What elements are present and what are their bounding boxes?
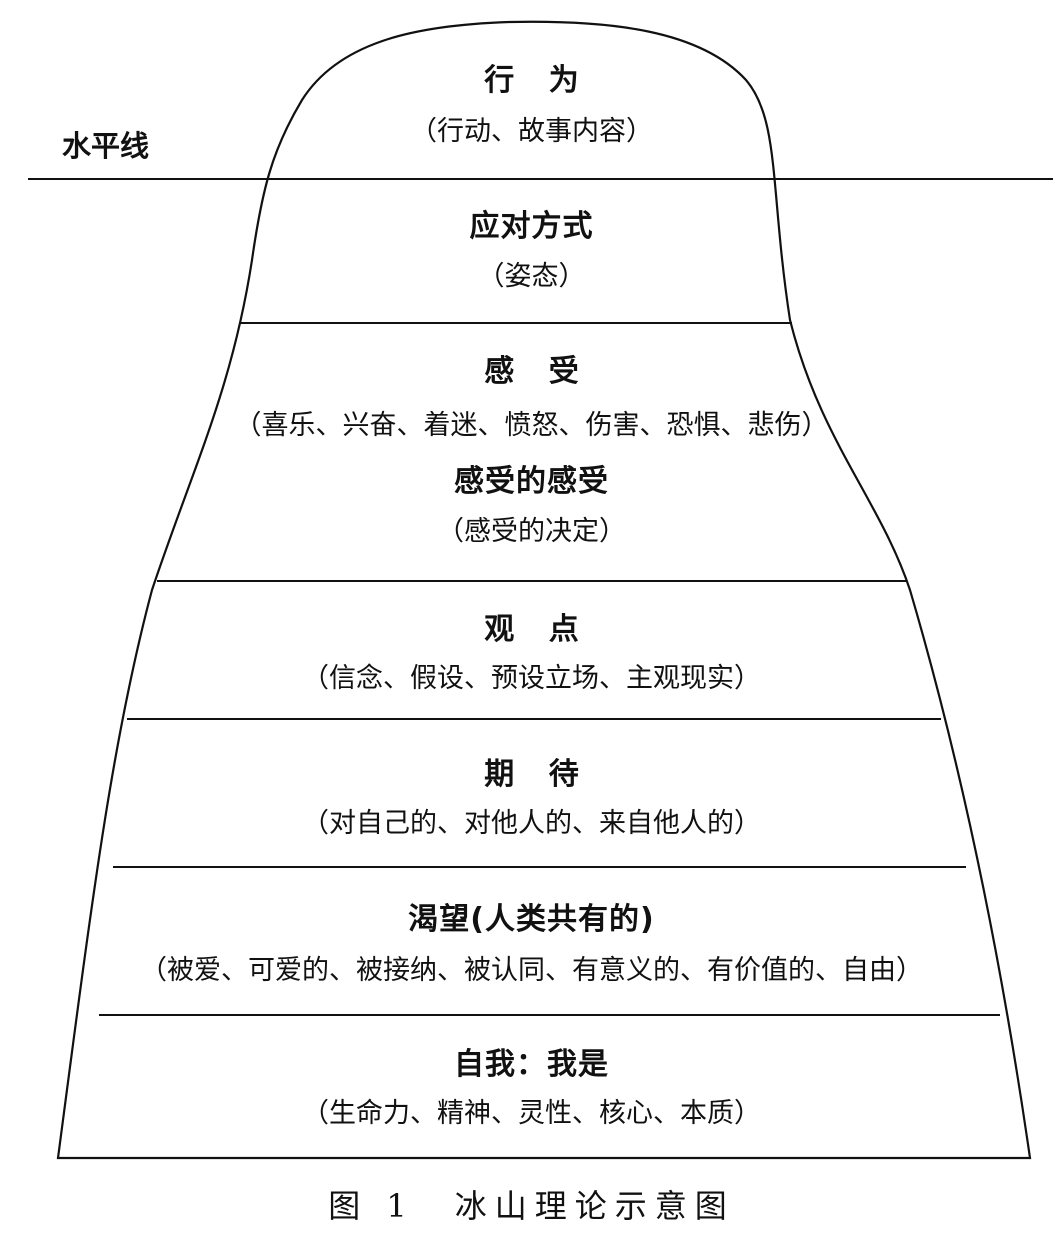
layer-detail-coping: （姿态） (477, 261, 586, 292)
layer-title-self: 自我：我是 (454, 1047, 609, 1082)
layer-detail-self: （生命力、精神、灵性、核心、本质） (302, 1098, 761, 1129)
layer-title-feelings: 感 受 (484, 354, 591, 389)
layer-title-expectations: 期 待 (484, 757, 591, 792)
iceberg-outline (56, 20, 1032, 1160)
waterline-label: 水平线 (62, 129, 150, 163)
layer-detail-perceptions: （信念、假设、预设立场、主观现实） (302, 663, 761, 694)
layer-detail-behavior: （行动、故事内容） (410, 116, 653, 147)
layer-detail-yearnings: （被爱、可爱的、被接纳、被认同、有意义的、有价值的、自由） (140, 955, 923, 986)
layer-subdetail-feelings: （感受的决定） (437, 516, 626, 547)
layer-detail-feelings: （喜乐、兴奋、着迷、愤怒、伤害、恐惧、悲伤） (234, 410, 829, 441)
figure-caption: 图 1 冰山理论示意图 (328, 1187, 735, 1225)
layer-detail-expectations: （对自己的、对他人的、来自他人的） (302, 808, 761, 839)
layer-title-behavior: 行 为 (484, 63, 591, 98)
layer-title-yearnings: 渴望(人类共有的) (408, 902, 655, 937)
layer-title-perceptions: 观 点 (484, 612, 591, 647)
layer-title-coping: 应对方式 (469, 209, 594, 244)
layer-subtitle-feelings: 感受的感受 (454, 464, 609, 499)
